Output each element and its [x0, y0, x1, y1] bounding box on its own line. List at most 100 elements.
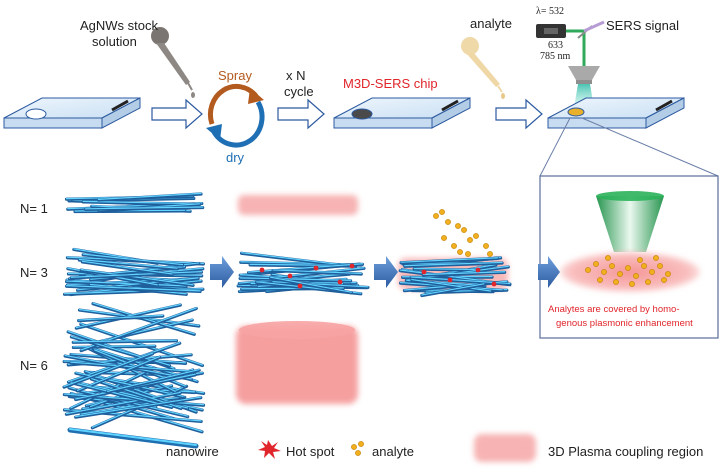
hotspot-marker [349, 263, 355, 269]
zoom-callout-box [539, 175, 719, 339]
nanowire-highlight [78, 258, 178, 269]
callout-text-line2: genous plasmonic enhancement [556, 318, 693, 329]
analyte-marker [585, 267, 591, 273]
legend-nanowire-label: nanowire [166, 444, 219, 459]
nanowire-highlight [413, 267, 479, 271]
stock-label-line1: AgNWs stock [80, 18, 159, 33]
analyte-marker [661, 277, 667, 283]
analyte-marker [455, 223, 461, 229]
nanowire-highlight [411, 278, 492, 292]
analyte-marker [617, 271, 623, 277]
legend-plasma-label: 3D Plasma coupling region [548, 444, 703, 459]
row-label-n1: N= 1 [20, 201, 48, 216]
nanowire-highlight [75, 396, 202, 418]
sers-signal-label: SERS signal [606, 18, 679, 33]
analyte-top-label: analyte [470, 16, 512, 31]
legend-analyte-swatch [351, 441, 364, 456]
analyte-marker [601, 269, 607, 275]
legend-hotspot-swatch [258, 440, 281, 459]
block-arrow [374, 256, 398, 288]
glass-slide-chip [333, 97, 471, 129]
analyte-marker [645, 279, 651, 285]
analyte-marker [439, 209, 445, 215]
callout-text-line1: Analytes are covered by homo- [548, 304, 679, 315]
analyte-marker [461, 227, 467, 233]
nanowire-highlight [80, 322, 204, 366]
legend-plasma-swatch [474, 434, 536, 462]
analyte-dropper-icon [461, 37, 505, 99]
nanowire-stack-hotspots [236, 251, 370, 296]
analyte-marker [441, 235, 447, 241]
nanowire-highlight [72, 344, 156, 348]
dropper-icon [151, 27, 195, 98]
nanowire-stack-n3 [62, 247, 205, 297]
analyte-marker [637, 257, 643, 263]
nanowire-highlight [400, 257, 499, 263]
callout-analytes [585, 255, 671, 287]
glass-slide-empty [3, 97, 141, 129]
nanowire-highlight [84, 206, 204, 210]
nanowire-highlight [80, 400, 161, 415]
nanowire-highlight [269, 276, 352, 293]
nanowire-highlight [63, 352, 154, 388]
process-arrow [151, 98, 203, 130]
wavelength-line1: λ= 532 [536, 6, 564, 17]
wavelength-line2: 633 [548, 40, 563, 51]
hotspot-marker [287, 273, 293, 279]
dry-label: dry [226, 150, 245, 165]
block-arrow [210, 256, 234, 288]
zoom-line-right [581, 117, 719, 177]
nanowire-highlight [404, 261, 503, 267]
analyte-marker [597, 277, 603, 283]
spray-dry-cycle-icon [206, 84, 265, 148]
row-label-n3: N= 3 [20, 265, 48, 280]
spray-label: Spray [218, 68, 252, 83]
cycle-label-line2: cycle [284, 84, 314, 99]
hotspot-marker [491, 281, 497, 287]
wavelength-line3: 785 nm [540, 51, 571, 62]
glass-slide-measurement [547, 97, 685, 129]
hotspot-marker [447, 277, 453, 283]
hotspot-marker [313, 265, 319, 271]
nanowire-stack-n1 [64, 192, 205, 214]
nanowire-highlight [240, 261, 362, 266]
laser-setup-icon [536, 20, 605, 108]
analyte-marker [487, 251, 493, 257]
row-label-n6: N= 6 [20, 358, 48, 373]
analyte-marker [593, 261, 599, 267]
block-arrow [538, 256, 560, 288]
nanowire-highlight [70, 381, 173, 408]
analyte-marker [657, 263, 663, 269]
analyte-marker [457, 249, 463, 255]
chip-label: M3D-SERS chip [343, 76, 438, 91]
nanowire-highlight [81, 260, 173, 275]
analyte-marker [605, 255, 611, 261]
nanowire-highlight [66, 285, 201, 292]
nanowire-highlight [422, 271, 506, 276]
analyte-marker [629, 281, 635, 287]
analyte-marker [467, 237, 473, 243]
nanowire-highlight [421, 283, 485, 296]
nanowire-highlight [82, 253, 184, 266]
nanowire-highlight [239, 277, 352, 281]
analyte-marker [613, 279, 619, 285]
analyte-marker [445, 219, 451, 225]
nanowire-highlight [75, 303, 181, 329]
analyte-marker [609, 263, 615, 269]
nanowire-highlight [66, 280, 187, 287]
analyte-marker [633, 273, 639, 279]
nanowire-highlight [65, 391, 181, 415]
analyte-marker [665, 271, 671, 277]
plasma-region-n6 [236, 321, 358, 404]
nanowire-highlight [76, 356, 161, 391]
nanowire-highlight [72, 339, 178, 343]
nanowire-highlight [240, 252, 340, 265]
legend-nanowire-swatch [67, 427, 199, 449]
stock-label-line2: solution [92, 34, 137, 49]
nanowire-highlight [78, 314, 164, 321]
nanowire-highlight [272, 269, 362, 275]
process-arrow [277, 98, 325, 130]
nanowire-highlight [106, 368, 200, 392]
nanowire-highlight [82, 200, 195, 205]
